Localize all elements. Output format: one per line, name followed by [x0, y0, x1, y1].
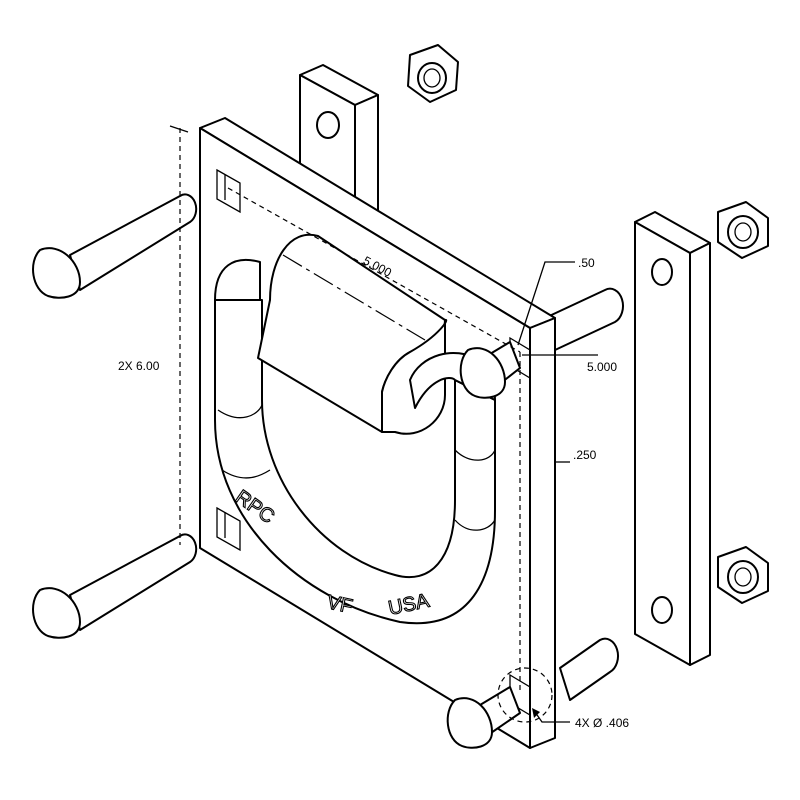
- bolt-stub-upper-right: [544, 287, 624, 351]
- hex-nut-top: [407, 44, 459, 103]
- bolt-stub-lower-right: [559, 637, 619, 701]
- carriage-bolt-lower-right: [446, 686, 521, 749]
- embossed-vf: VF: [325, 591, 355, 618]
- backing-strap: [634, 211, 711, 666]
- dimension-lines: [169, 125, 598, 723]
- d-ring: RPC VF USA: [214, 233, 496, 625]
- dim-hole-diameter: 4X Ø .406: [575, 716, 629, 730]
- dim-vertical-spacing: 2X 6.00: [118, 359, 160, 373]
- hex-nut-right-upper: [717, 201, 769, 259]
- carriage-bolt-upper-left: [32, 193, 198, 299]
- dim-hole-square: .50: [578, 256, 595, 270]
- dim-plate-thickness: .250: [573, 448, 597, 462]
- dim-hole-spacing-side: 5.000: [587, 360, 617, 374]
- carriage-bolt-upper-right: [459, 341, 521, 399]
- carriage-bolt-lower-left: [32, 533, 198, 639]
- hex-nut-right-lower: [717, 546, 769, 604]
